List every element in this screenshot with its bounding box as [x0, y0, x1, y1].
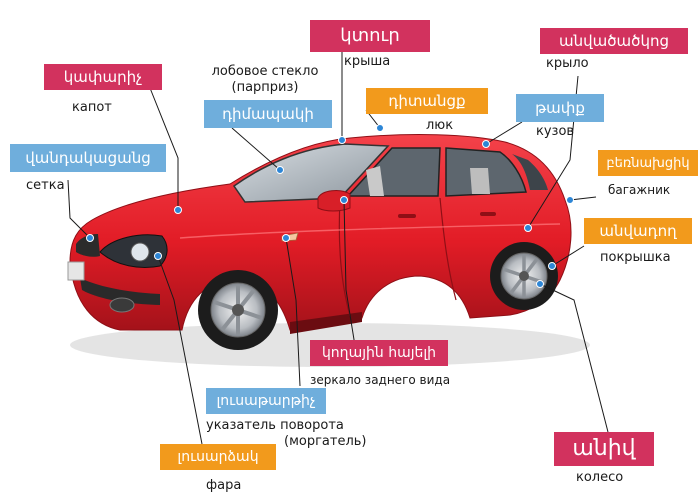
pointer-dot-turn-signal [282, 234, 290, 242]
pointer-dots [86, 124, 574, 288]
label-hatch-ru: люк [426, 118, 454, 133]
door-line-front [338, 199, 351, 317]
pointer-dot-grille [86, 234, 94, 242]
pointer-dot-mirror [340, 196, 348, 204]
label-trunk-am: բեռնախցիկ [598, 150, 698, 176]
pointer-dot-tire [548, 262, 556, 270]
pointer-dot-hood [174, 206, 182, 214]
pointer-dot-trunk [566, 196, 574, 204]
label-wheel-am: անիվ [554, 432, 654, 466]
leader-line-body [485, 121, 523, 145]
side-mirror [317, 190, 351, 212]
leader-line-hood [149, 87, 179, 210]
leader-line-trunk [569, 196, 597, 201]
label-hood-ru: капот [72, 100, 112, 115]
label-roof-am: կտուր [310, 20, 430, 52]
leader-line-windshield [231, 127, 281, 171]
label-wing-am: անվածածկոց [540, 28, 688, 54]
label-turn-signal-ru-line2: (моргатель) [284, 434, 367, 449]
label-windshield-am: դիմապակի [204, 100, 332, 128]
body-crease [179, 223, 561, 239]
door-line-rear [439, 197, 457, 301]
label-windshield-ru-line2: (парприз) [231, 80, 299, 95]
label-wheel-ru: колесо [576, 470, 624, 485]
label-tire-am: անվադող [584, 218, 692, 244]
pointer-dot-windshield [276, 166, 284, 174]
label-roof-ru: крыша [344, 54, 391, 69]
label-turn-signal-am: լուսաթարթիչ [206, 388, 326, 414]
front-hub [232, 304, 244, 316]
rear-hub [519, 271, 529, 281]
leader-line-tire [551, 245, 585, 267]
car-sill [290, 312, 362, 334]
label-turn-signal-ru-line1: указатель поворота [206, 418, 344, 433]
pointer-dot-wheel [536, 280, 544, 288]
front-grille [76, 234, 100, 257]
label-hatch-am: դիտանցք [366, 88, 488, 114]
leader-lines [67, 48, 609, 445]
label-grille-ru: сетка [26, 178, 65, 193]
pointer-dot-hatch [376, 124, 384, 132]
label-wing-ru: крыло [546, 56, 589, 71]
label-mirror-ru: зеркало заднего вида [310, 373, 451, 387]
door-handle-rear [480, 212, 496, 216]
label-windshield-ru-line1: лобовое стекло [211, 64, 319, 79]
label-headlight-ru: фара [206, 478, 242, 493]
fog-light [109, 297, 135, 313]
label-trunk-ru: багажник [608, 183, 671, 197]
front-intake [80, 278, 160, 305]
interior-seat-rear [470, 168, 490, 194]
license-plate-area [67, 261, 85, 281]
headlight-lens [130, 242, 150, 262]
pointer-dot-roof [338, 136, 346, 144]
pointer-dot-wing [524, 224, 532, 232]
leader-line-grille [67, 179, 91, 239]
label-headlight-am: լուսարձակ [160, 444, 276, 470]
leader-line-wheel [539, 283, 609, 433]
label-body-am: թափք [516, 94, 604, 122]
label-mirror-am: կողային հայելի [310, 340, 448, 366]
rear-quarter-window [512, 154, 548, 190]
label-body-ru: кузов [536, 124, 575, 139]
leader-line-headlight [157, 255, 203, 445]
leader-line-turn-signal [285, 237, 301, 387]
label-hood-am: կափարիչ [44, 64, 162, 90]
pointer-dot-body [482, 140, 490, 148]
interior-seat-front [366, 166, 384, 196]
pointer-dot-headlight [154, 252, 162, 260]
windshield-glass [232, 143, 390, 203]
door-handle-front [398, 214, 416, 218]
label-grille-am: վանդակացանց [10, 144, 166, 172]
leader-line-mirror [343, 199, 357, 353]
label-tire-ru: покрышка [600, 250, 671, 265]
